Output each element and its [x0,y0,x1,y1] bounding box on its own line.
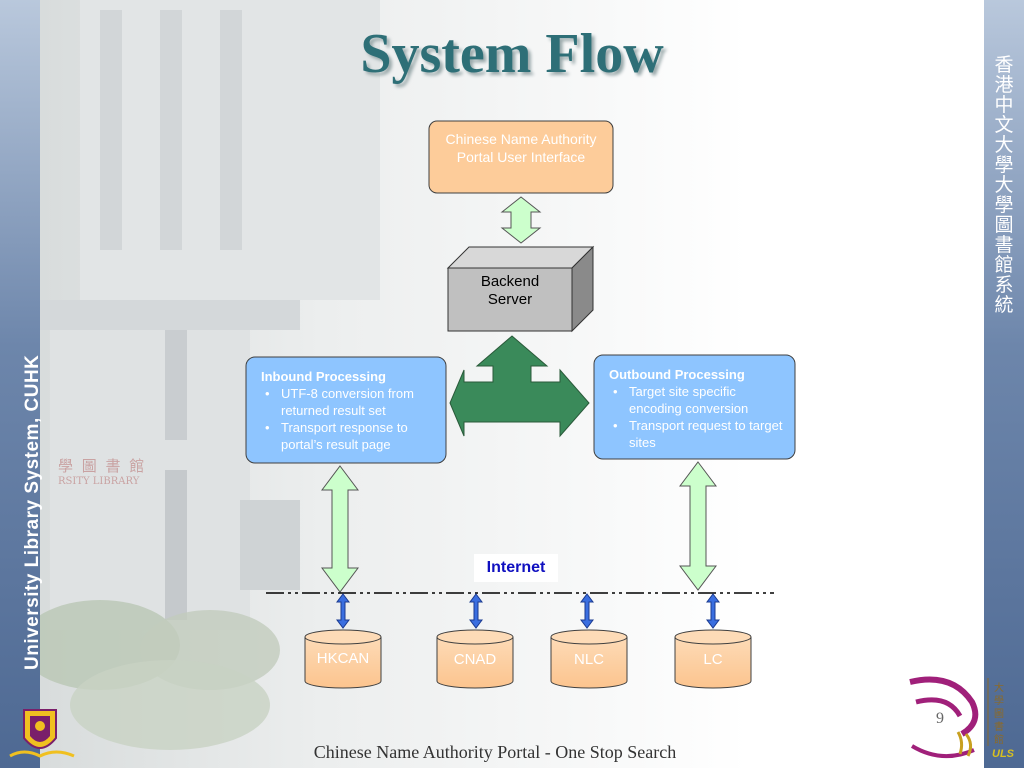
outbound-item: Target site specific encoding conversion [613,383,789,417]
db-arrow-nlc [580,593,594,629]
three-way-arrow-shape [449,335,590,438]
inbound-internet-arrow [321,465,359,593]
slide-title: System Flow [360,23,664,85]
inbound-item: UTF-8 conversion from returned result se… [265,385,441,419]
outbound-title: Outbound Processing [609,367,745,382]
backend-label-line-1: Backend [480,273,540,290]
outbound-processing-text: Outbound Processing Target site specific… [609,366,789,451]
uls-logo-text: ULS [992,748,1014,760]
inbound-title: Inbound Processing [261,369,386,384]
outbound-item: Transport request to target sites [613,417,789,451]
db-arrow-lc [706,593,720,629]
backend-server-box [446,245,595,333]
db-label-nlc: NLC [573,651,604,668]
library-chars: 大學圖書館 [994,683,1004,746]
db-label-cnad: CNAD [453,651,497,668]
backend-label-line-2: Server [487,291,533,308]
db-arrow-cnad [469,593,483,629]
cuhk-crest-logo [9,709,75,758]
internet-label: Internet [474,554,558,582]
outbound-internet-arrow [679,461,717,591]
db-cylinder-nlc [550,629,628,689]
uls-logo [909,676,989,759]
portal-ui-label: Chinese Name Authority Portal User Inter… [445,131,597,165]
db-arrow-hkcan [336,593,350,629]
backend-server-label: Backend Server [448,273,572,309]
background-sign: 學 圖 書 館 RSITY LIBRARY [58,457,147,487]
page-number: 9 [936,710,944,727]
left-banner: University Library System, CUHK [0,0,43,768]
db-label-lc: LC [703,651,723,668]
inbound-item: Transport response to portal’s result pa… [265,419,441,453]
db-label-hkcan: HKCAN [316,650,370,667]
portal-ui-box [428,120,614,194]
footer-text: Chinese Name Authority Portal - One Stop… [313,742,677,762]
db-cylinder-cnad [436,629,514,689]
portal-backend-arrow [500,196,542,244]
db-cylinder-lc [674,629,752,689]
inbound-processing-text: Inbound Processing UTF-8 conversion from… [261,368,441,453]
right-banner: 香港中文大學 大學圖書館系統 [984,0,1024,768]
db-cylinder-hkcan [304,629,382,689]
